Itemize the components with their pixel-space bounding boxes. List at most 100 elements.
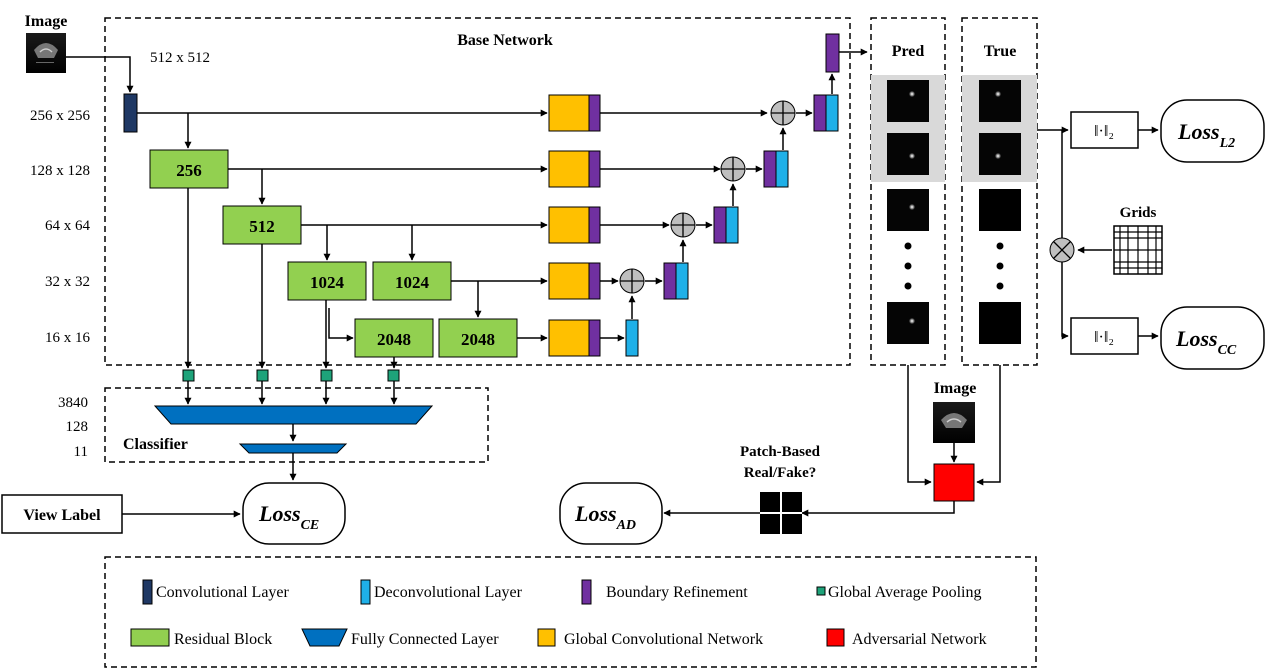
adder-icon-3 [720,156,746,182]
patch-output-icon [760,492,802,534]
gcn-br-2 [548,150,601,188]
br-deconv-256 [813,94,839,132]
true-heatmaps [979,80,1021,344]
legend-box [104,556,1037,668]
loss-ce: LossCE [242,482,346,545]
right-connectors [1037,126,1159,340]
br-deconv-128 [763,150,789,188]
legend-fc-label: Fully Connected Layer [351,631,499,648]
view-label-text: View Label [23,507,101,524]
grids-icon [1113,225,1163,275]
residual-block-2048-b: 2048 [438,318,518,358]
loss-cc: LossCC [1160,306,1265,370]
gap-node-3 [320,369,333,382]
legend-gap-label: Global Average Pooling [828,584,981,601]
gcn-br-1 [548,94,601,132]
loss-ad-sub: AD [616,518,636,533]
pred-ellipsis [904,242,912,290]
legend-fc-swatch [301,628,348,647]
loss-l2: LossL2 [1160,99,1265,163]
gcn-br-3 [548,206,601,244]
res-32: 32 x 32 [45,274,90,290]
norm-l2-label: ‖·‖₂ [1094,123,1114,140]
residual-block-2048-b-label: 2048 [461,330,495,349]
boundary-refinement-output [825,33,840,73]
decoder-arrows [600,48,868,342]
loss-cc-main: Loss [1175,326,1218,351]
legend-deconv-label: Deconvolutional Layer [374,584,523,601]
svg-text:LossCC: LossCC [1175,326,1237,358]
input-image [26,33,66,73]
image-bottom-label: Image [934,380,977,397]
adversarial-arrows [663,365,1001,517]
base-network-box [104,17,851,366]
classifier-dim-3840: 3840 [58,395,88,411]
adder-icon-2 [670,212,696,238]
gap-node-1 [182,369,195,382]
true-box [961,17,1038,366]
legend-deconv-swatch [360,579,371,605]
residual-block-256-label: 256 [176,161,202,180]
norm-box-cc: ‖·‖₂ [1070,317,1139,355]
loss-cc-sub: CC [1218,343,1237,358]
classifier-dim-11: 11 [74,444,88,460]
loss-ce-sub: CE [301,518,320,533]
adversarial-network [933,463,975,502]
true-ellipsis [996,242,1004,290]
res-256: 256 x 256 [30,108,91,124]
res-64: 64 x 64 [45,218,91,234]
legend-conv-label: Convolutional Layer [156,584,290,601]
image-top-label: Image [25,13,68,30]
legend-adv-label: Adversarial Network [852,631,987,648]
legend-residual-label: Residual Block [174,631,272,648]
pred-heatmaps [887,80,929,344]
legend-gcn-label: Global Convolutional Network [564,631,763,648]
br-deconv-32 [663,262,689,300]
loss-l2-main: Loss [1177,119,1220,144]
legend-adv-swatch [826,628,845,647]
gap-to-fc-arrows [184,381,398,405]
residual-block-2048-a: 2048 [354,318,434,358]
res-16: 16 x 16 [45,330,91,346]
norm-box-l2: ‖·‖₂ [1070,111,1139,149]
classifier-dim-128: 128 [66,419,89,435]
classifier-box [104,387,489,463]
adder-icon-1 [619,268,645,294]
gcn-br-5 [548,319,601,357]
fc-layer-2 [238,443,348,454]
grids-label: Grids [1120,205,1157,221]
conv-layer [123,93,138,133]
svg-text:LossL2: LossL2 [1177,119,1235,151]
legend: Convolutional Layer Deconvolutional Laye… [130,579,987,648]
true-title: True [984,43,1017,60]
view-label-box [1,494,123,534]
residual-block-1024-a: 1024 [287,261,367,301]
patch-label-line1: Patch-Based [740,444,821,460]
gap-node-4 [387,369,400,382]
legend-boundary-label: Boundary Refinement [606,584,748,601]
pred-title: Pred [892,43,925,60]
patch-label-line2: Real/Fake? [744,465,817,481]
res-128: 128 x 128 [30,163,90,179]
svg-text:LossAD: LossAD [574,501,636,533]
input-arrow [66,56,134,93]
base-network-title: Base Network [457,32,553,49]
legend-gap-swatch [816,586,826,596]
deconv-layer-16 [625,319,639,357]
legend-gcn-swatch [537,628,556,647]
legend-conv-swatch [142,579,153,605]
gcn-br-4 [548,262,601,300]
gap-node-2 [256,369,269,382]
residual-block-2048-a-label: 2048 [377,330,411,349]
residual-block-1024-b-label: 1024 [395,273,430,292]
norm-cc-label: ‖·‖₂ [1094,329,1114,346]
multiply-icon [1049,237,1075,263]
residual-block-1024-a-label: 1024 [310,273,345,292]
classifier-title: Classifier [123,436,188,453]
input-res-label: 512 x 512 [150,50,210,66]
residual-block-512: 512 [222,205,302,245]
br-deconv-64 [713,206,739,244]
gap-arrows [184,188,398,369]
residual-block-256: 256 [149,149,229,189]
